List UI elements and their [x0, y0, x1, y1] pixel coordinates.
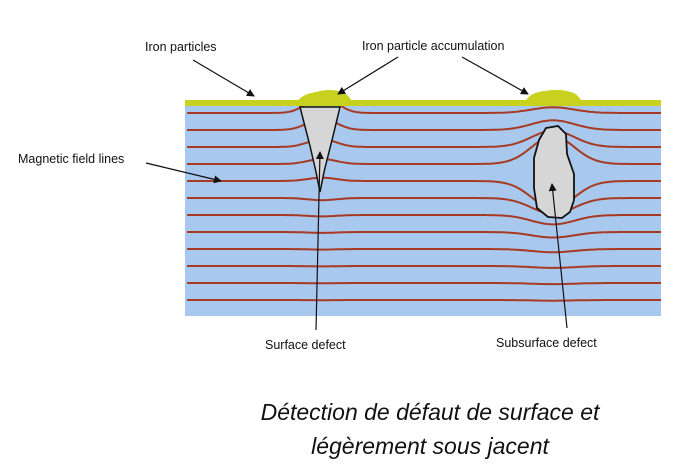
field-line: [187, 214, 661, 226]
surface-defect-shape: [299, 106, 341, 193]
field-line: [187, 231, 661, 239]
label-surface-defect: Surface defect: [265, 338, 346, 352]
arrow-subsurface-defect: [548, 183, 568, 329]
field-line: [187, 248, 661, 254]
field-line: [187, 197, 661, 216]
arrow-accumulation-left: [337, 56, 399, 95]
label-subsurface-defect: Subsurface defect: [496, 336, 597, 350]
arrow-accumulation-right: [461, 56, 529, 95]
field-line: [187, 265, 661, 269]
subsurface-defect-shape: [533, 125, 575, 219]
particle-accumulation-surface: [297, 90, 352, 102]
material-block: [185, 105, 661, 316]
iron-particle-layer: [185, 100, 661, 106]
field-line: [187, 299, 661, 302]
field-line: [187, 282, 661, 286]
field-line: [187, 93, 661, 114]
caption-line-1: Détection de défaut de surface et: [260, 399, 600, 425]
magnetic-field-lines: [187, 93, 661, 302]
field-line: [187, 129, 661, 148]
field-line: [187, 134, 661, 165]
field-line: [187, 176, 661, 210]
particle-accumulation-subsurface: [525, 89, 582, 102]
arrow-field-lines: [145, 162, 222, 184]
arrow-surface-defect: [315, 151, 324, 331]
label-accumulation: Iron particle accumulation: [362, 39, 505, 53]
label-field-lines: Magnetic field lines: [18, 152, 125, 166]
arrow-iron-particles: [192, 59, 255, 97]
label-iron-particles: Iron particles: [145, 40, 217, 54]
caption-line-2: légèrement sous jacent: [311, 433, 549, 459]
field-line: [187, 117, 661, 131]
